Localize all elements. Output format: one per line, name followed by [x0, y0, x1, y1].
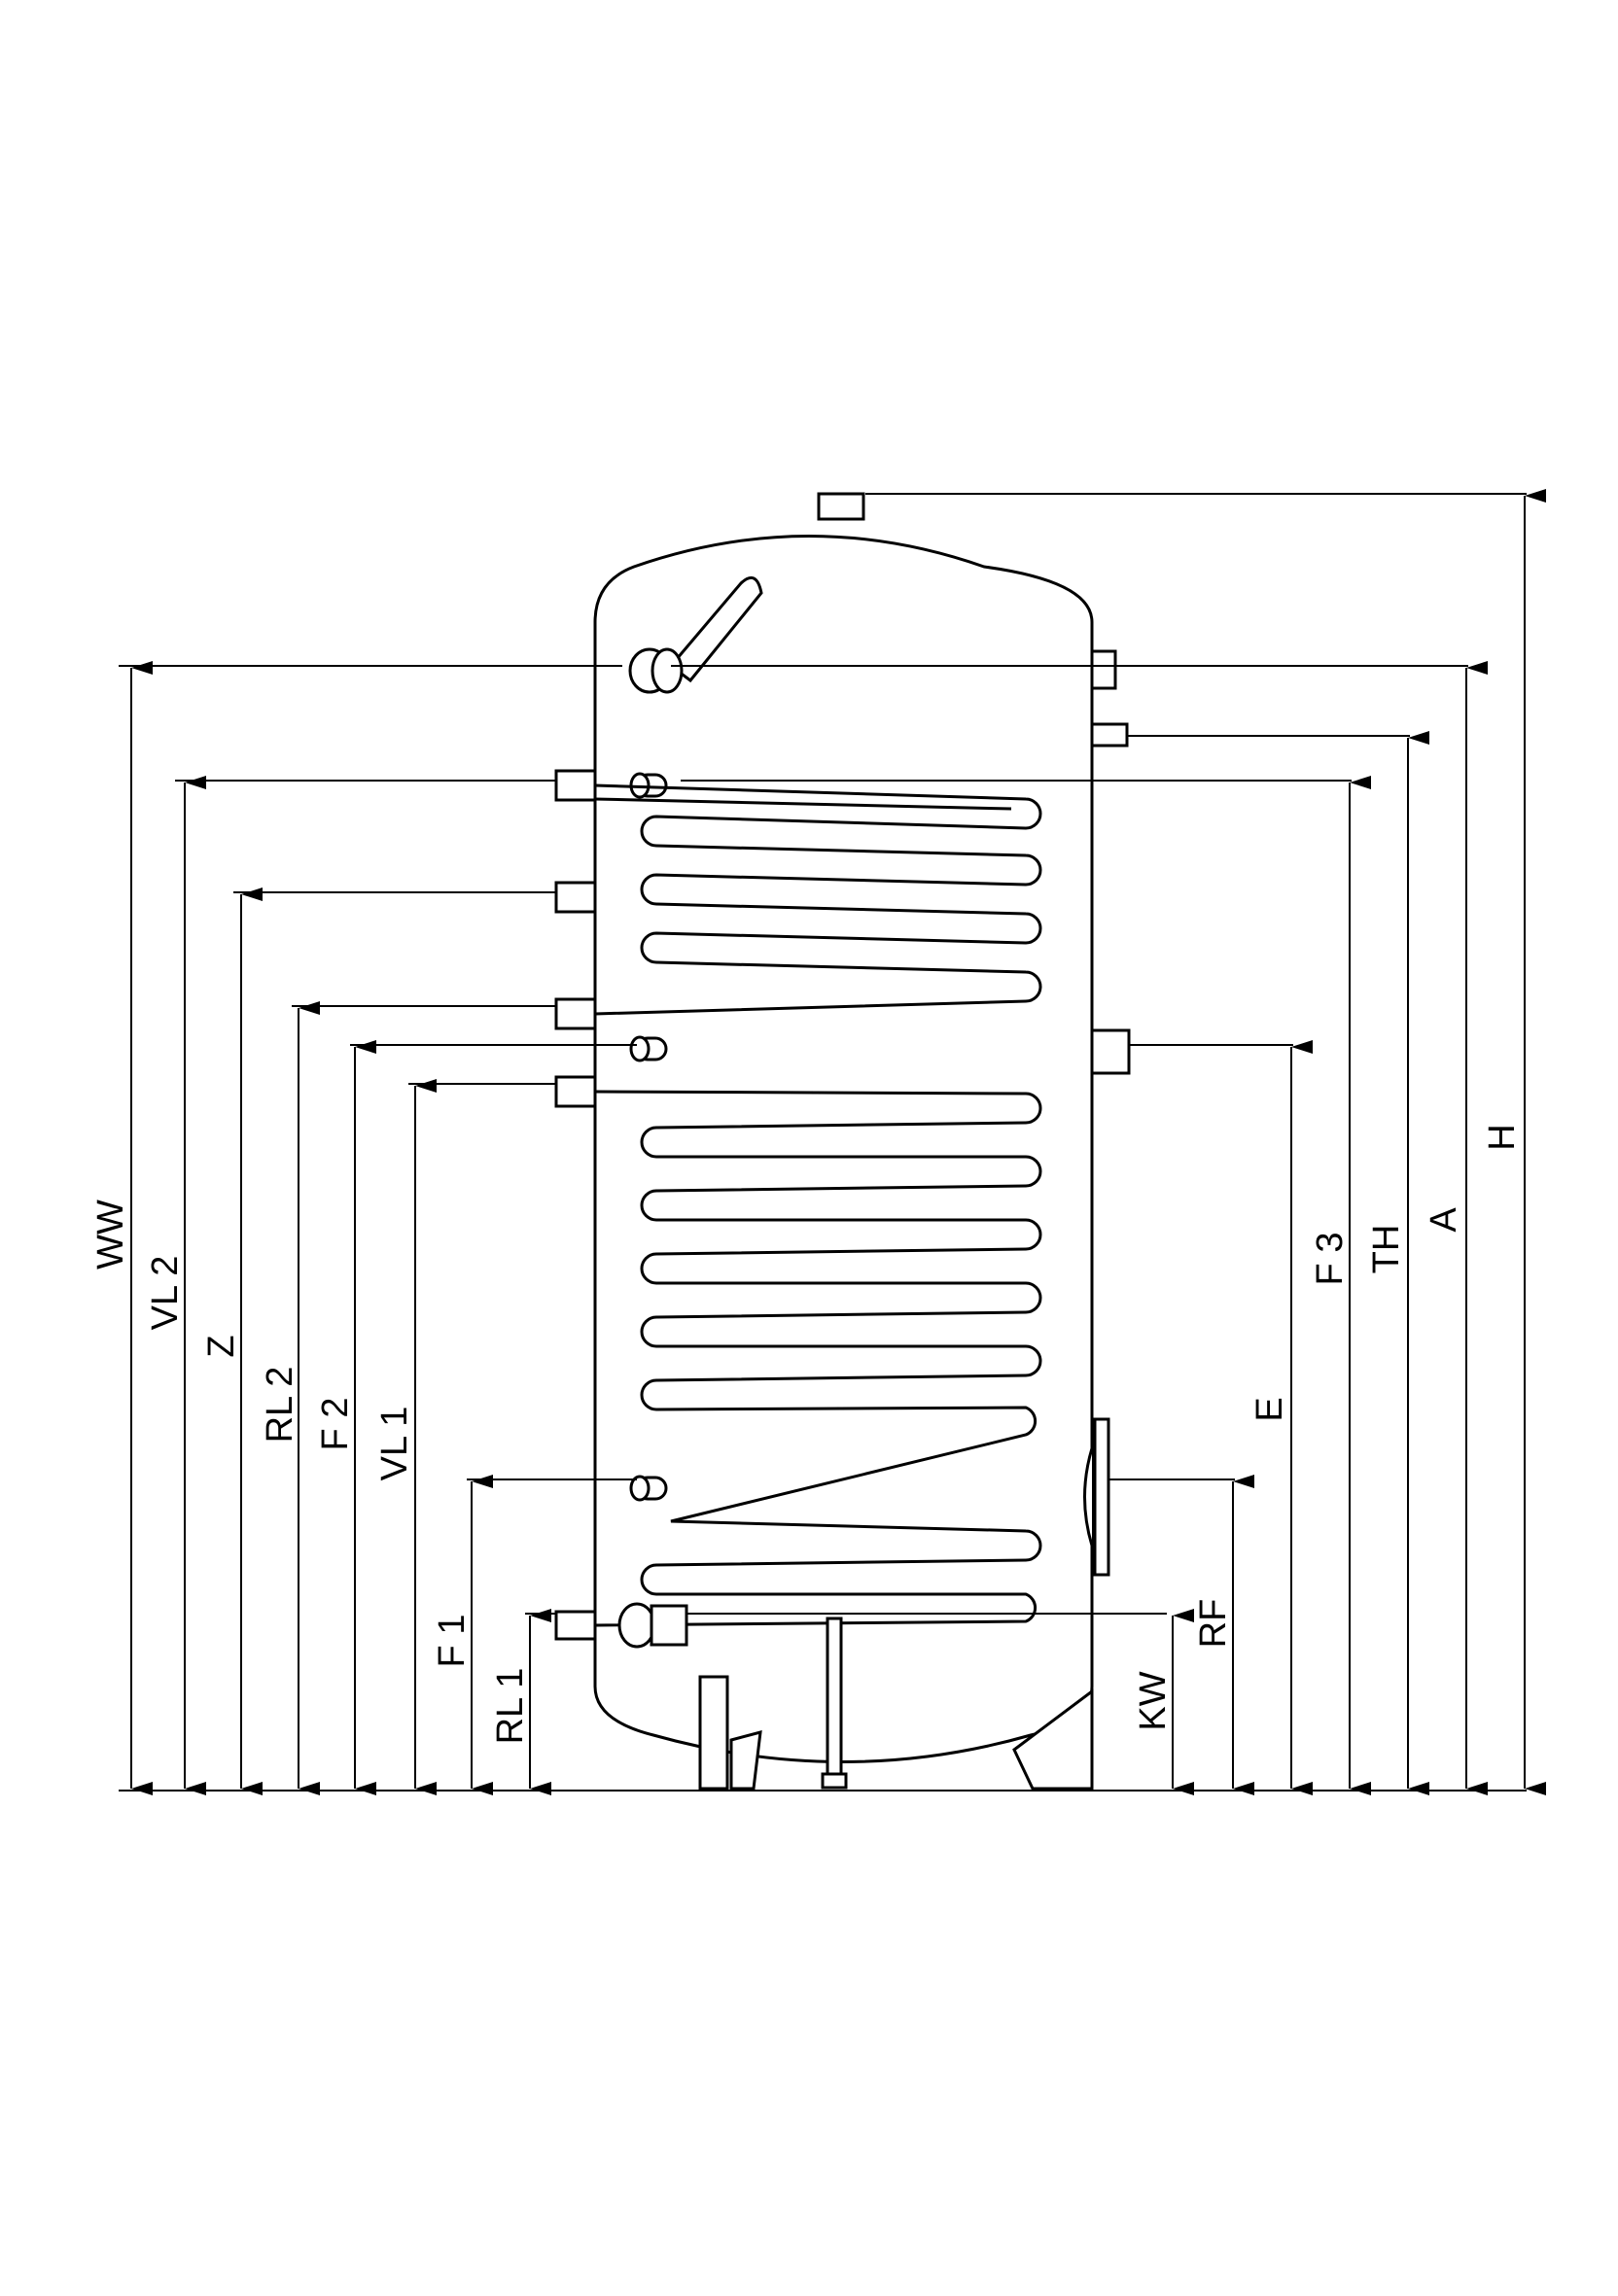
- dimension-lines-right: [1172, 489, 1546, 1795]
- label-rl1: RL 1: [490, 1668, 531, 1745]
- label-h: H: [1482, 1124, 1523, 1150]
- label-f3: F 3: [1310, 1233, 1351, 1286]
- tank-feet: [698, 1675, 1094, 1791]
- inspection-flange: [1083, 1417, 1110, 1577]
- th-socket: [1090, 722, 1129, 748]
- cold-water-inlet: [617, 1602, 1167, 1649]
- label-vl2: VL 2: [145, 1256, 186, 1331]
- label-f1: F 1: [432, 1615, 473, 1668]
- vl2-socket: [554, 769, 597, 802]
- label-kw: KW: [1133, 1671, 1174, 1730]
- label-a: A: [1424, 1207, 1464, 1233]
- label-e: E: [1249, 1397, 1290, 1421]
- extension-lines-left: [119, 665, 637, 1615]
- top-vent-connection: [817, 492, 865, 521]
- rl1-socket: [554, 1610, 597, 1641]
- label-th: TH: [1366, 1225, 1407, 1274]
- vl1-socket: [554, 1075, 597, 1108]
- tank-body: [593, 535, 1094, 1763]
- label-ww: WW: [90, 1200, 131, 1270]
- extension-lines-right: [671, 493, 1527, 1480]
- hot-water-outlet-pipe: [628, 575, 763, 694]
- right-top-socket: [1090, 649, 1117, 690]
- dimension-lines-left: [130, 661, 551, 1795]
- label-rl2: RL 2: [260, 1367, 300, 1444]
- label-vl1: VL 1: [374, 1407, 415, 1481]
- rl2-socket: [554, 997, 597, 1030]
- z-socket: [554, 881, 597, 914]
- upper-heat-exchanger-coil: [594, 783, 1042, 1016]
- label-f2: F 2: [315, 1398, 356, 1451]
- drain-pipe: [821, 1617, 848, 1790]
- label-z: Z: [201, 1335, 242, 1357]
- lower-heat-exchanger-coil: [594, 1090, 1042, 1627]
- label-rf: RF: [1193, 1599, 1234, 1649]
- e-socket: [1090, 1028, 1131, 1075]
